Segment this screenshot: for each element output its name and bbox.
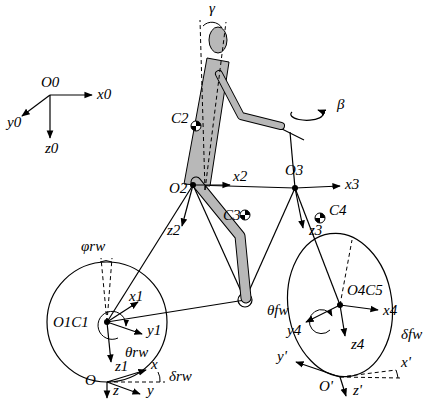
axis-label: y4 bbox=[286, 322, 302, 339]
axis-label: y bbox=[146, 382, 155, 399]
axis-label: δrw bbox=[168, 368, 193, 385]
axis-label: x0 bbox=[96, 86, 112, 103]
axis-label: β bbox=[336, 96, 345, 113]
axis-label: z bbox=[112, 382, 120, 399]
axis-label: z0 bbox=[44, 140, 59, 157]
axis-label: z4 bbox=[350, 336, 365, 353]
axis-label: O2 bbox=[168, 180, 188, 197]
axis-label: y1 bbox=[146, 322, 162, 339]
rear-wheel bbox=[47, 262, 167, 382]
front-wheel bbox=[278, 226, 401, 383]
axis-label: O0 bbox=[40, 74, 60, 91]
axis-label: y' bbox=[276, 348, 288, 365]
axis-label: x3 bbox=[344, 176, 360, 193]
axis-label: z3 bbox=[308, 222, 323, 239]
center-of-mass bbox=[191, 121, 325, 223]
axis-label: x4 bbox=[382, 302, 398, 319]
axis-label: C3 bbox=[222, 207, 242, 224]
axis-label: y0 bbox=[6, 114, 22, 131]
axis-label: x1 bbox=[128, 288, 144, 305]
axis-label: φrw bbox=[80, 238, 106, 255]
axis-label: δfw bbox=[400, 326, 423, 343]
axis-label: O' bbox=[318, 378, 334, 395]
axis-label: x2 bbox=[232, 168, 248, 185]
axis-label: O4C5 bbox=[346, 282, 384, 299]
axis-label: z1 bbox=[114, 358, 129, 375]
axis-label: O3 bbox=[284, 162, 304, 179]
axis-label: θfw bbox=[266, 302, 290, 319]
axis-label: O bbox=[84, 372, 97, 389]
axis-label: x' bbox=[400, 354, 412, 371]
axis-label: γ bbox=[208, 0, 216, 17]
axis-label: x bbox=[150, 356, 159, 373]
axis-label: z2 bbox=[166, 222, 181, 239]
axis-label: C2 bbox=[170, 110, 190, 127]
axis-label: z' bbox=[352, 382, 363, 399]
axis-label: O1C1 bbox=[52, 314, 90, 331]
axis-label: C4 bbox=[328, 202, 348, 219]
